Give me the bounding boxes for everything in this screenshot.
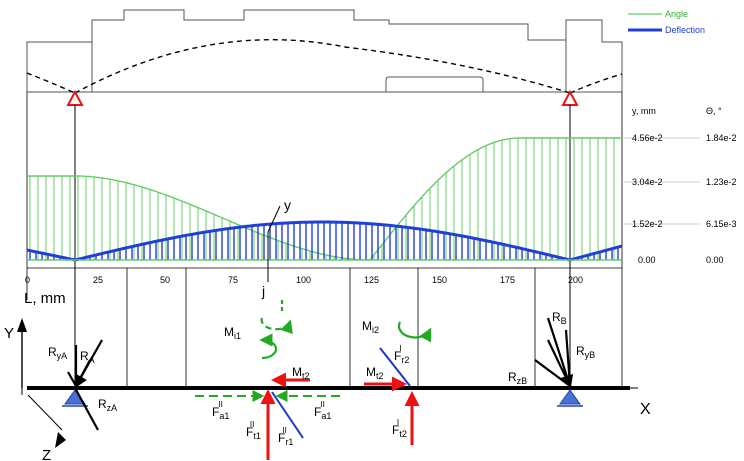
section-lines [26,268,623,388]
x-scale: 0 25 50 75 100 125 150 175 200 [25,275,583,285]
gear2-forces [364,347,420,445]
rzA-label: RzA [98,397,117,413]
rzB-label: RzB [508,370,527,386]
theta-scale-tick: 6.15e-3 [706,219,737,229]
x-tick: 75 [228,275,238,285]
ryA-label: RyA [48,345,67,361]
x-tick: 0 [25,275,30,285]
plot-frame [26,92,700,269]
section-j-marker: y j [261,197,291,299]
reaction-a-arrows [67,339,103,431]
deflection-diagram [26,220,623,262]
right-scale: y, mm Θ, ° 4.56e-2 3.04e-2 1.52e-2 0.00 … [632,106,737,265]
z-axis-label: Z [42,447,51,461]
moment-mi1-icon [259,300,293,360]
rb-label: RB [552,310,567,326]
legend-deflection-label: Deflection [665,25,705,35]
deflection-curve [26,220,623,262]
moment-mi2-icon [397,321,432,343]
ryB-label: RyB [576,344,595,360]
mt2-left-label: Mt2 [292,365,310,381]
y-axis-label: Y [4,325,14,342]
shaft-outline [26,9,623,93]
gear1-forces [195,372,340,460]
fr1-label: Fr1II [278,426,293,447]
z-axis: Z [21,388,66,461]
fr2-label: Fr2I [394,344,409,365]
legend: Angle Deflection [628,9,705,35]
legend-angle-label: Angle [665,9,688,19]
x-tick: 200 [568,275,583,285]
y-marker-label: y [284,197,291,213]
theta-scale-tick: 1.23e-2 [706,177,737,187]
angle-diagram [27,137,622,261]
mi1-label: Mi1 [224,325,241,341]
deflected-shape [26,39,623,94]
mt2-right-label: Mt2 [366,365,384,381]
ft2-label: Ft2I [392,418,407,439]
x-axis-label: X [640,401,651,418]
theta-header: Θ, ° [706,106,722,116]
x-tick: 175 [500,275,515,285]
x-scale-label: L, mm [24,290,66,307]
x-tick: 25 [93,275,103,285]
support-b-icon [557,389,583,407]
y-scale-tick: 3.04e-2 [632,177,663,187]
j-marker-label: j [261,283,265,299]
y-header: y, mm [632,106,656,116]
mi2-label: Mi2 [362,319,379,335]
y-scale-tick: 1.52e-2 [632,219,663,229]
fa1-left-label: Fa1II [212,400,229,421]
x-tick: 50 [160,275,170,285]
x-tick: 125 [364,275,379,285]
support-a-top-icon [66,89,84,392]
support-b-top-icon [561,89,579,392]
x-tick: 150 [432,275,447,285]
ft1-label: Ft1II [246,420,261,441]
theta-scale-tick: 1.84e-2 [706,133,737,143]
reaction-b-arrows [534,317,574,389]
y-scale-tick: 0.00 [638,255,656,265]
y-axis: Y [4,318,27,388]
y-scale-tick: 4.56e-2 [632,133,663,143]
fa1-right-label: Fa1II [314,400,331,421]
x-tick: 100 [296,275,311,285]
ra-label: RA [80,349,95,365]
theta-scale-tick: 0.00 [706,255,724,265]
